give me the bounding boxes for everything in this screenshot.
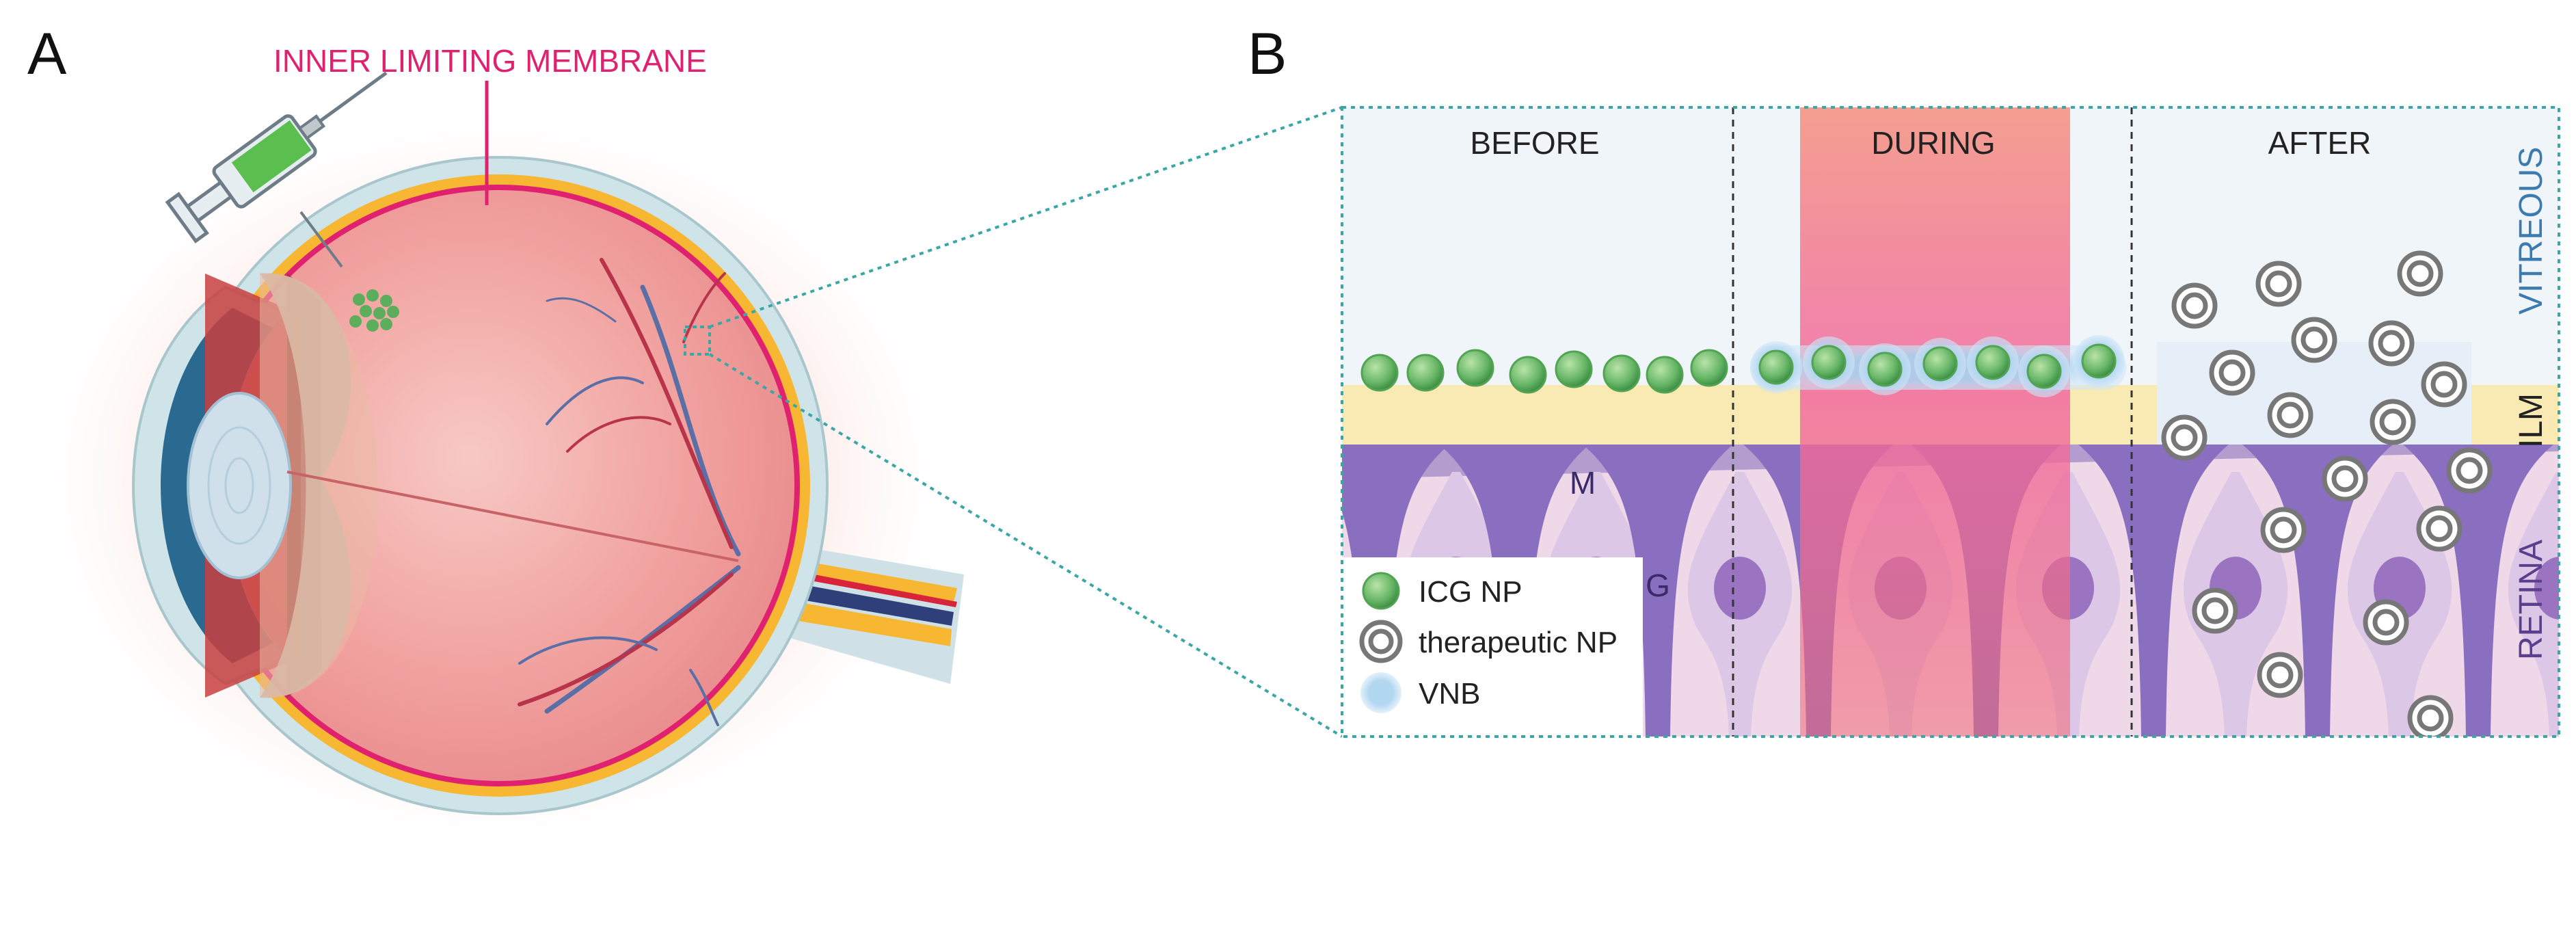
legend-label-vnb: VNB bbox=[1419, 677, 1480, 711]
injected-nanoparticles bbox=[349, 289, 399, 332]
optical-axis bbox=[286, 470, 739, 562]
laser-beam bbox=[1800, 107, 2070, 737]
muller-cell bbox=[2078, 445, 2229, 737]
zoom-line-bottom bbox=[708, 353, 1343, 738]
muller-cell-label: M bbox=[1570, 465, 1596, 501]
side-label-ilm: ILM bbox=[2513, 393, 2549, 448]
anterior-segment bbox=[132, 273, 378, 698]
needle-line bbox=[299, 211, 343, 268]
lens bbox=[187, 392, 292, 579]
green-nanoparticle-icon bbox=[1362, 572, 1400, 610]
panel-b-letter: B bbox=[1248, 21, 1287, 87]
vapor-bubble-icon bbox=[1360, 672, 1401, 713]
muller-cell bbox=[2242, 445, 2393, 737]
therapeutic-nps-after bbox=[2161, 250, 2493, 737]
ganglion-nucleus bbox=[1714, 557, 1766, 620]
column-title-before: BEFORE bbox=[1470, 125, 1599, 161]
ring-nanoparticle-icon bbox=[1359, 620, 1403, 663]
muller-cell bbox=[2403, 445, 2553, 737]
legend-label-icg: ICG NP bbox=[1419, 575, 1522, 609]
panel-b: BEFORE DURING AFTER VITREOUS ILM RETINA … bbox=[1342, 107, 2559, 737]
column-title-during: DURING bbox=[1871, 125, 1995, 161]
panel-a: A bbox=[14, 21, 1343, 862]
ganglion-nucleus bbox=[2534, 557, 2559, 620]
side-label-vitreous: VITREOUS bbox=[2513, 147, 2549, 315]
ganglion-cell-label: G bbox=[1646, 568, 1670, 603]
column-title-after: AFTER bbox=[2268, 125, 2372, 161]
panel-a-letter: A bbox=[27, 21, 67, 87]
vitreous-body bbox=[204, 190, 794, 781]
muller-cell bbox=[1583, 445, 1733, 737]
syringe-icon bbox=[165, 71, 388, 243]
icg-nps-during bbox=[1750, 335, 2126, 397]
legend: ICG NP therapeutic NP VNB bbox=[1342, 557, 1643, 737]
panel-b-frame bbox=[1341, 106, 2560, 738]
icg-nps-before bbox=[1360, 349, 1728, 394]
zoom-region bbox=[684, 326, 711, 356]
side-label-retina: RETINA bbox=[2513, 540, 2549, 660]
legend-label-therapeutic: therapeutic NP bbox=[1419, 626, 1618, 659]
retinal-vessels bbox=[518, 258, 741, 726]
ganglion-cell bbox=[2508, 472, 2559, 737]
ilm-annotation: INNER LIMITING MEMBRANE bbox=[273, 43, 707, 79]
